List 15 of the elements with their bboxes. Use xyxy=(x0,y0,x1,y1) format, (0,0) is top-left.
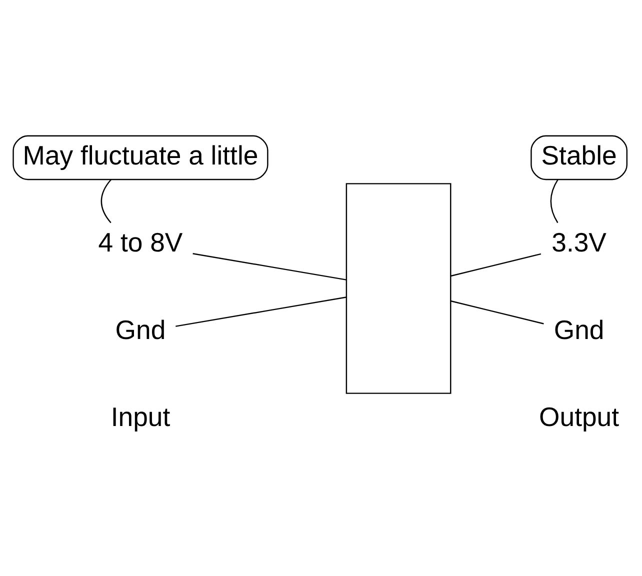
node-text: 4 to 8V xyxy=(98,227,183,258)
connector xyxy=(450,252,542,276)
node-box: May fluctuate a little xyxy=(12,134,268,180)
connector xyxy=(100,178,112,223)
connector xyxy=(550,178,558,223)
connector xyxy=(192,252,346,280)
label: Input xyxy=(110,402,170,432)
node-text: 3.3V xyxy=(552,227,606,258)
node-text: Gnd xyxy=(115,314,166,344)
label: Output xyxy=(539,402,620,432)
node-box xyxy=(346,182,452,394)
connector xyxy=(450,300,544,324)
node-text: Gnd xyxy=(554,314,604,344)
connector xyxy=(176,296,346,326)
node-box: Stable xyxy=(530,134,628,180)
